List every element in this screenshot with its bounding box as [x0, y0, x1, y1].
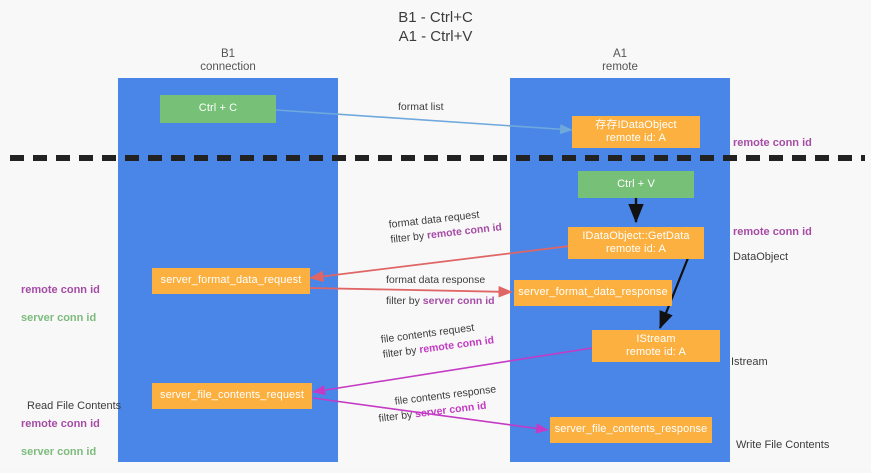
note-right-istream-text: Istream	[731, 356, 768, 368]
box-server-file-contents-request[interactable]: server_file_contents_request	[152, 383, 312, 409]
box-ctrl-c[interactable]: Ctrl + C	[160, 95, 276, 123]
edge-label-format-data-response-line1: format data response	[386, 274, 486, 286]
note-left-server-conn-id-mid: server conn id	[21, 312, 97, 324]
filter-by-prefix: filter by	[377, 408, 416, 425]
box-server-file-contents-response[interactable]: server_file_contents_response	[550, 417, 712, 443]
box-istream[interactable]: IStream remote id: A	[592, 330, 720, 362]
box-getdata-line1: IDataObject::GetData	[582, 229, 690, 242]
note-right-dataobject: DataObject	[733, 236, 788, 264]
note-right-istream: Istream	[731, 341, 768, 369]
box-istream-line1: IStream	[636, 332, 676, 345]
highlight-server-conn-id: server conn id	[422, 295, 495, 307]
column-header-b1: B1 connection	[200, 48, 256, 73]
note-right-remote-conn-id-top: remote conn id	[733, 122, 812, 150]
note-left-conn-ids-mid: remote conn id server conn id	[21, 269, 100, 339]
filter-by-prefix: filter by	[389, 229, 428, 246]
box-idataobject-line1: 存存IDataObject	[595, 118, 677, 131]
edge-label-format-data-response: format data response filter by server co…	[386, 273, 495, 309]
edge-label-format-list: format list	[398, 100, 444, 115]
box-server-format-data-response[interactable]: server_format_data_response	[514, 280, 672, 306]
filter-by-prefix: filter by	[382, 344, 421, 361]
edge-label-file-contents-request: file contents request filter by remote c…	[380, 318, 495, 362]
edge-label-format-data-request: format data request filter by remote con…	[388, 205, 503, 247]
note-left-remote-conn-id-mid: remote conn id	[21, 284, 100, 296]
note-right-write-file-contents-text: Write File Contents	[736, 439, 830, 451]
box-istream-line2: remote id: A	[626, 346, 686, 358]
box-server-format-data-request-label: server_format_data_request	[160, 274, 302, 287]
column-header-a1: A1 remote	[602, 48, 638, 73]
note-left-read-file-contents-text: Read File Contents	[27, 400, 122, 412]
note-left-remote-conn-id-bottom: remote conn id	[21, 418, 100, 430]
note-right-dataobject-text: DataObject	[733, 251, 789, 263]
note-left-server-conn-id-bottom: server conn id	[21, 446, 97, 458]
box-ctrl-c-label: Ctrl + C	[198, 102, 238, 115]
box-idataobject-remote[interactable]: 存存IDataObject remote id: A	[572, 116, 700, 148]
box-ctrl-v[interactable]: Ctrl + V	[578, 171, 694, 198]
note-right-remote-conn-id-mid: remote conn id	[733, 211, 812, 239]
box-server-file-contents-response-label: server_file_contents_response	[554, 423, 708, 436]
note-right-remote-conn-id-top-text: remote conn id	[733, 137, 812, 149]
note-left-conn-ids-bottom: remote conn id server conn id	[21, 403, 100, 473]
edge-label-format-data-response-line2: filter by server conn id	[386, 294, 495, 309]
box-getdata-line2: remote id: A	[606, 243, 666, 255]
box-server-format-data-request[interactable]: server_format_data_request	[152, 268, 310, 294]
box-server-format-data-response-label: server_format_data_response	[518, 286, 668, 299]
note-right-remote-conn-id-mid-text: remote conn id	[733, 226, 812, 238]
page-title: B1 - Ctrl+C A1 - Ctrl+V	[398, 9, 473, 45]
box-server-file-contents-request-label: server_file_contents_request	[159, 389, 305, 402]
note-right-write-file-contents: Write File Contents	[736, 424, 829, 452]
note-left-read-file-contents: Read File Contents	[27, 385, 121, 413]
box-ctrl-v-label: Ctrl + V	[617, 177, 655, 190]
edge-label-format-list-text: format list	[398, 101, 444, 113]
box-getdata[interactable]: IDataObject::GetData remote id: A	[568, 227, 704, 259]
filter-by-prefix: filter by	[386, 295, 423, 307]
box-idataobject-line2: remote id: A	[606, 132, 666, 144]
edge-label-file-contents-response: file contents response filter by server …	[376, 382, 499, 426]
